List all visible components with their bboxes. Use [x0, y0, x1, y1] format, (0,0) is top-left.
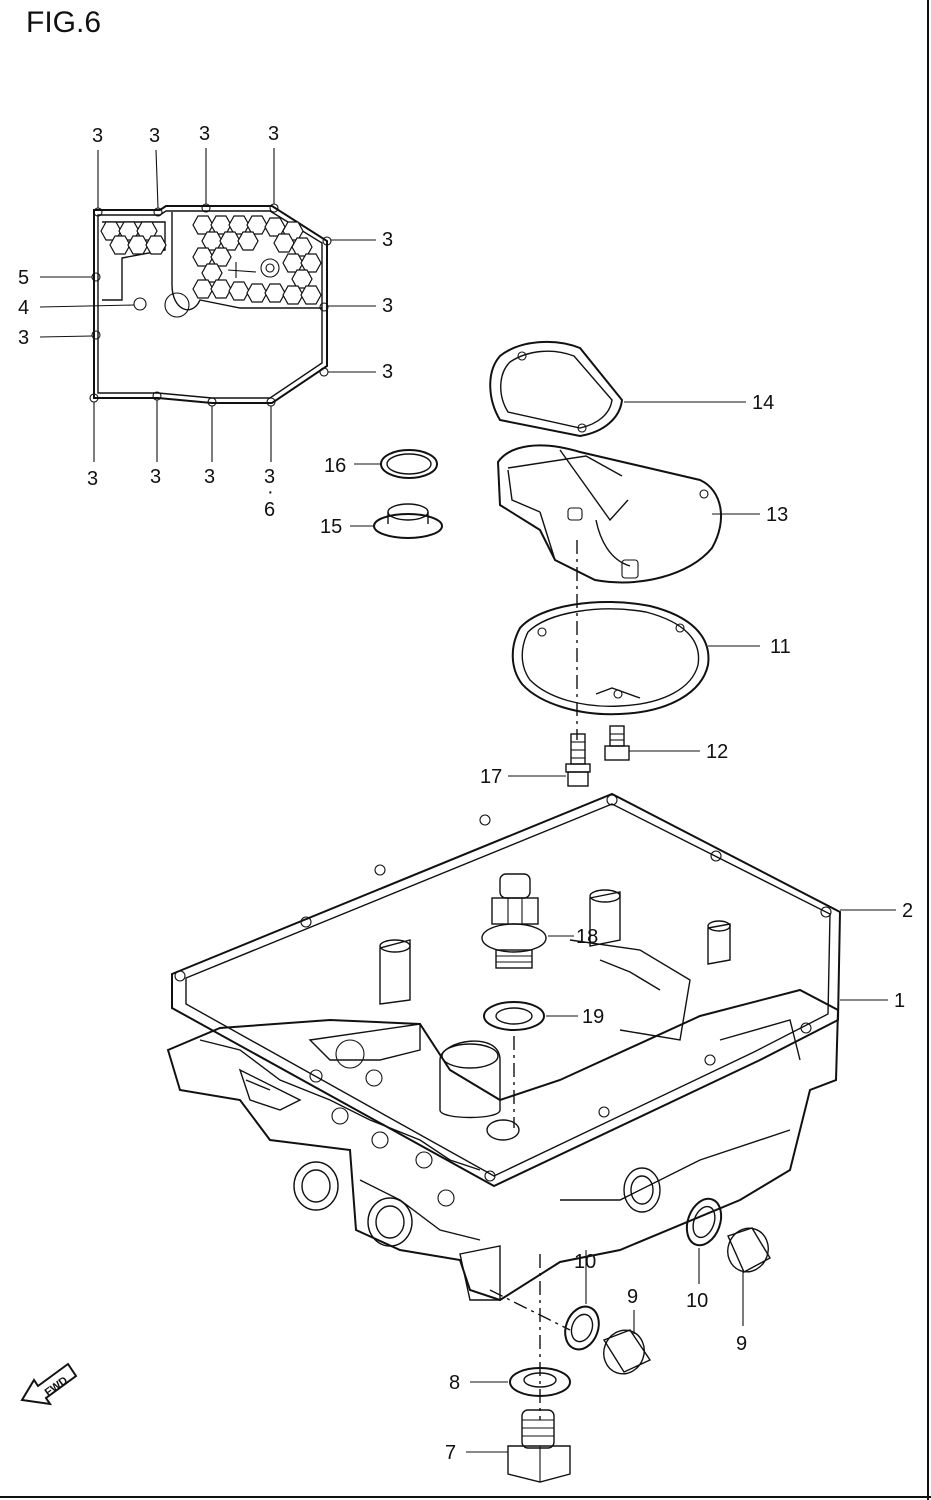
callout-16: 16 [324, 455, 346, 477]
callout-10: 10 [686, 1290, 708, 1312]
callout-3: 3 [87, 468, 98, 490]
callout-15: 15 [320, 516, 342, 538]
callout-7: 7 [445, 1442, 456, 1464]
callout-labels: 3 3 3 3 3 3 3 3 3 3 3 3 5 4 · 6 14 13 11… [18, 123, 913, 1464]
cover-13 [496, 444, 760, 584]
seal-15 [350, 503, 443, 539]
callout-6-dot: · [267, 481, 274, 503]
bolt-12 [604, 725, 700, 761]
callout-9: 9 [736, 1333, 747, 1355]
callout-1: 1 [894, 990, 905, 1012]
callout-3: 3 [199, 123, 210, 145]
fwd-arrow-icon: FWD [20, 1362, 78, 1406]
bolt-17 [508, 733, 591, 787]
plug-axis-line [489, 1289, 571, 1331]
callout-3: 3 [92, 125, 103, 147]
callout-13: 13 [766, 504, 788, 526]
strainer-leaders [39, 148, 376, 462]
oil-pressure-switch-18 [481, 873, 574, 969]
callout-3: 3 [382, 229, 393, 251]
callout-6: 6 [264, 499, 275, 521]
o-ring-16 [354, 449, 438, 479]
callout-3: 3 [18, 327, 29, 349]
callout-3: 3 [204, 466, 215, 488]
callout-12: 12 [706, 741, 728, 763]
callout-5: 5 [18, 267, 29, 289]
gasket-11 [511, 600, 760, 716]
callout-10: 10 [574, 1251, 596, 1273]
callout-4: 4 [18, 297, 29, 319]
callout-19: 19 [582, 1006, 604, 1028]
callout-3: 3 [382, 295, 393, 317]
callout-3: 3 [268, 123, 279, 145]
washer-10-right [685, 1197, 723, 1284]
gasket-14 [489, 340, 746, 438]
plug-9-right [727, 1227, 771, 1326]
washer-10-left [564, 1250, 600, 1351]
callout-3: 3 [150, 466, 161, 488]
callout-9: 9 [627, 1286, 638, 1308]
plug-9-left [602, 1310, 652, 1375]
callout-17: 17 [480, 766, 502, 788]
callout-3: 3 [264, 466, 275, 488]
washer-19 [483, 1001, 578, 1128]
callout-18: 18 [576, 926, 598, 948]
drain-bolt-7 [466, 1409, 571, 1483]
fwd-label: FWD [43, 1375, 70, 1399]
oil-strainer-assembly [89, 203, 332, 407]
callout-11: 11 [770, 636, 791, 658]
callout-3: 3 [382, 361, 393, 383]
callout-8: 8 [449, 1372, 460, 1394]
callout-3: 3 [149, 125, 160, 147]
oil-pan-1 [166, 889, 888, 1302]
callout-2: 2 [902, 900, 913, 922]
oil-pan-gasket-2 [171, 792, 896, 1188]
figure-title: FIG.6 [26, 6, 102, 39]
washer-8 [470, 1367, 571, 1397]
callout-14: 14 [752, 392, 774, 414]
